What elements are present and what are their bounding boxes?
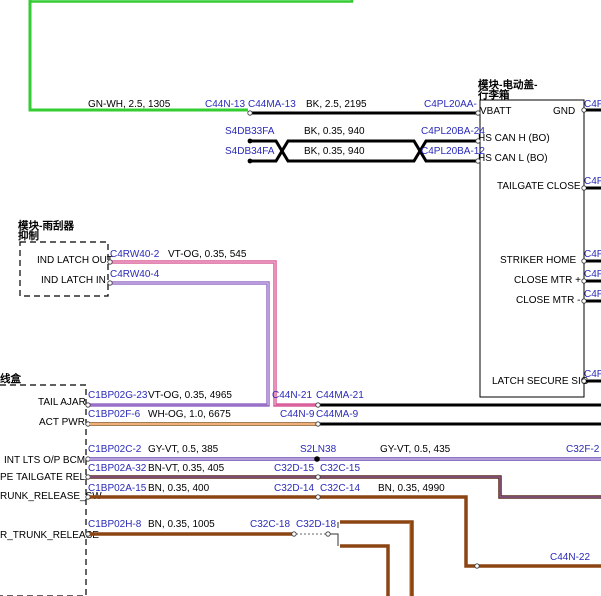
wire-label-bk-2195: BK, 2.5, 2195 bbox=[306, 99, 367, 110]
conn-c44n-13: C44N-13 bbox=[205, 99, 245, 110]
wire-label-bn-1005: BN, 0.35, 1005 bbox=[148, 519, 215, 530]
conn-c44n-22: C44N-22 bbox=[550, 552, 590, 563]
wire-label-vt-og-4965: VT-OG, 0.35, 4965 bbox=[148, 390, 232, 401]
wire-gy-vt bbox=[90, 456, 601, 462]
conn-c1bp02f-6: C1BP02F-6 bbox=[88, 409, 141, 420]
trunk-right-terminals bbox=[581, 107, 587, 384]
conn-c4pl-latch: C4PL bbox=[584, 369, 601, 380]
pin-latch-secure: LATCH SECURE SIG bbox=[492, 376, 589, 387]
pin-hs-can-h: HS CAN H (BO) bbox=[478, 133, 550, 144]
pin-hs-can-l: HS CAN L (BO) bbox=[478, 153, 548, 164]
conn-c4pl20ba-12: C4PL20BA-12 bbox=[421, 146, 485, 157]
left-box bbox=[0, 384, 87, 596]
conn-c44n-9: C44N-9 bbox=[280, 409, 315, 420]
wire-green-top bbox=[30, 0, 354, 3]
pin-ind-latch-out: IND LATCH OUT bbox=[37, 255, 113, 266]
trunk-right-stubs bbox=[586, 108, 601, 383]
wiper-module-title-1: 模块-雨刮器 bbox=[18, 219, 74, 232]
pin-act-pwr: ACT PWR bbox=[39, 417, 85, 428]
trunk-module-title-1: 模块-电动盖- bbox=[478, 78, 538, 91]
conn-c32d-14: C32D-14 bbox=[274, 483, 314, 494]
pin-gnd: GND bbox=[553, 106, 575, 117]
wire-label-gy-vt-385: GY-VT, 0.5, 385 bbox=[148, 444, 219, 455]
conn-c4pl-striker: C4PL bbox=[584, 249, 601, 260]
left-box-title: 线盒 bbox=[0, 372, 21, 385]
conn-c1bp02c-2: C1BP02C-2 bbox=[88, 444, 142, 455]
conn-c4pl20ba-24: C4PL20BA-24 bbox=[421, 126, 485, 137]
pin-striker-home: STRIKER HOME bbox=[500, 255, 576, 266]
conn-c32d-18: C32D-18 bbox=[296, 519, 336, 530]
wire-label-bn-vt-405: BN-VT, 0.35, 405 bbox=[148, 463, 225, 474]
pin-vbatt: VBATT bbox=[480, 106, 511, 117]
pin-tail-ajar: TAIL AJAR bbox=[38, 397, 86, 408]
conn-c32c-14: C32C-14 bbox=[320, 483, 360, 494]
trunk-module-title-2: 行李箱 bbox=[477, 88, 510, 101]
wire-bk-2195 bbox=[247, 110, 481, 116]
wire-label-bk-940-a: BK, 0.35, 940 bbox=[304, 126, 365, 137]
conn-c1bp02g-23: C1BP02G-23 bbox=[88, 390, 148, 401]
conn-s4db34fa: S4DB34FA bbox=[225, 146, 275, 157]
wiper-module-box bbox=[19, 241, 109, 297]
pin-close-mtr-plus: CLOSE MTR + bbox=[514, 275, 581, 286]
wire-label-vt-og-545: VT-OG, 0.35, 545 bbox=[168, 249, 247, 260]
conn-c1bp02a-32: C1BP02A-32 bbox=[88, 463, 147, 474]
conn-c32f-2: C32F-2 bbox=[566, 444, 600, 455]
wire-label-bk-940-b: BK, 0.35, 940 bbox=[304, 146, 365, 157]
wire-label-bn-4990: BN, 0.35, 4990 bbox=[378, 483, 445, 494]
wire-vt-og-545 bbox=[112, 260, 316, 407]
conn-c4rw40-4: C4RW40-4 bbox=[110, 269, 160, 280]
pin-close-mtr-minus: CLOSE MTR - bbox=[516, 295, 580, 306]
wire-bn-400 bbox=[90, 494, 601, 569]
conn-c32c-15: C32C-15 bbox=[320, 463, 360, 474]
conn-c44n-21: C44N-21 bbox=[272, 390, 312, 401]
conn-c4pl-gnd: C4PL bbox=[584, 99, 601, 110]
conn-c4pl-close: C4PL bbox=[584, 176, 601, 187]
conn-c1bp02a-15: C1BP02A-15 bbox=[88, 483, 147, 494]
wire-label-wh-og-6675: WH-OG, 1.0, 6675 bbox=[148, 409, 231, 420]
conn-c4rw40-2: C4RW40-2 bbox=[110, 249, 160, 260]
pin-int-lts: INT LTS O/P BCM bbox=[4, 455, 85, 466]
can-terminals bbox=[247, 138, 481, 164]
conn-c44ma-21: C44MA-21 bbox=[316, 390, 364, 401]
pin-runk-release-sw: RUNK_RELEASE_SW bbox=[0, 491, 102, 502]
trunk-module-box bbox=[479, 99, 585, 398]
wire-gn-wh bbox=[28, 0, 248, 112]
wire-label-gn-wh: GN-WH, 2.5, 1305 bbox=[88, 99, 171, 110]
pin-ind-latch-in: IND LATCH IN bbox=[41, 275, 106, 286]
wire-bn-vt-405 bbox=[90, 474, 601, 499]
wire-label-bn-400: BN, 0.35, 400 bbox=[148, 483, 210, 494]
wiper-module-title-2: 抑制 bbox=[18, 229, 39, 242]
conn-c44ma-9: C44MA-9 bbox=[316, 409, 359, 420]
wire-vt-og-4965 bbox=[315, 402, 601, 408]
wire-can-pair bbox=[250, 139, 476, 163]
wire-label-gy-vt-435: GY-VT, 0.5, 435 bbox=[380, 444, 451, 455]
left-box-terminals bbox=[85, 402, 91, 537]
conn-c4pl20aa: C4PL20AA- bbox=[424, 99, 477, 110]
conn-c32c-18: C32C-18 bbox=[250, 519, 290, 530]
pin-tailgate-close: TAILGATE CLOSE bbox=[497, 181, 581, 192]
wiper-terminals bbox=[107, 259, 113, 286]
wire-wh-og-6675 bbox=[90, 421, 601, 427]
wire-bn-1005 bbox=[90, 520, 414, 596]
conn-c4pl-mtrm: C4PL bbox=[584, 289, 601, 300]
conn-c4pl-mtrp: C4PL bbox=[584, 269, 601, 280]
conn-s2ln38: S2LN38 bbox=[300, 444, 337, 455]
wire-purple-c4rw40-4 bbox=[86, 281, 270, 407]
pin-r-trunk-release: R_TRUNK_RELEASE bbox=[0, 530, 99, 541]
pin-pe-tailgate-rel: PE TAILGATE REL bbox=[0, 472, 85, 483]
conn-c1bp02h-8: C1BP02H-8 bbox=[88, 519, 142, 530]
conn-c44ma-13: C44MA-13 bbox=[248, 99, 296, 110]
conn-s4db33fa: S4DB33FA bbox=[225, 126, 275, 137]
conn-c32d-15: C32D-15 bbox=[274, 463, 314, 474]
